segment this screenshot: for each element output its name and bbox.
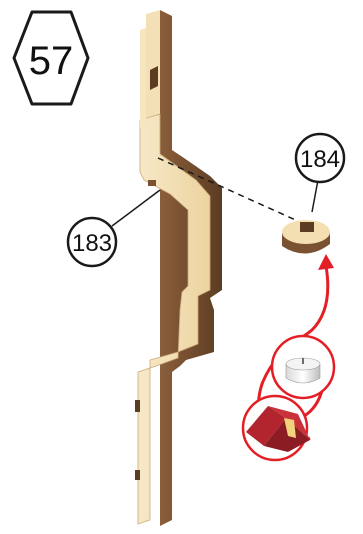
label-184-text: 184 [300,146,340,173]
red-arrow-head [318,254,334,270]
sandpaper-block-icon [243,396,310,460]
label-183-leader [112,190,160,226]
part-183-notch [135,470,140,480]
part-184-disk [282,220,330,254]
part-183-notch [148,180,156,186]
part-183-strip [135,10,222,526]
part-183-neck [140,28,146,128]
tealight-candle-icon [272,336,334,398]
part-183-prong-slot [150,66,158,90]
label-184: 184 [296,134,344,212]
label-183-text: 183 [72,230,112,257]
step-badge: 57 [14,12,88,104]
label-184-leader [312,180,318,212]
step-number: 57 [29,39,74,83]
part-184-slot [300,222,314,232]
label-183: 183 [68,190,160,266]
part-183-notch [135,400,140,412]
